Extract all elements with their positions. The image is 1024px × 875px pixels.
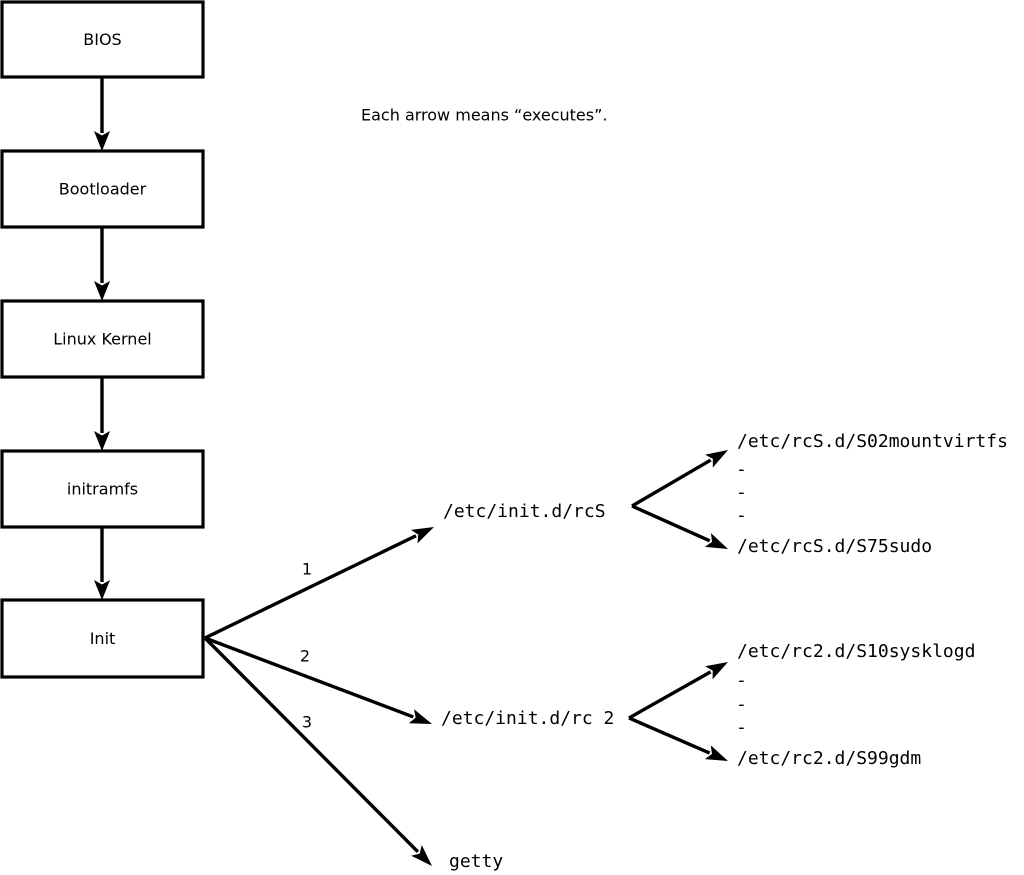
label-getty: getty bbox=[449, 851, 503, 872]
rcs-group-last-label: /etc/rcS.d/S75sudo bbox=[737, 536, 932, 557]
rc2-group-first-label: /etc/rc2.d/S10sysklogd bbox=[737, 641, 975, 662]
script-group-arrows: /etc/rcS.d/S02mountvirtfs/etc/rcS.d/S75s… bbox=[628, 431, 1008, 769]
init-rcs-arrowhead bbox=[410, 527, 434, 544]
branch-number-3: 3 bbox=[302, 713, 312, 732]
rc2-group-ellipsis-0: - bbox=[736, 670, 747, 691]
rc2-group-first-line bbox=[628, 670, 712, 720]
rc2-group-ellipsis-1: - bbox=[736, 694, 747, 715]
node-init[interactable]: Init bbox=[0, 598, 205, 679]
boot-chain-arrows bbox=[94, 77, 110, 600]
node-init-label: Init bbox=[90, 629, 116, 648]
label-rc2-script: /etc/init.d/rc 2 bbox=[441, 708, 614, 729]
label-rcs-script: /etc/init.d/rcS bbox=[443, 501, 606, 522]
rc2-group: /etc/rc2.d/S10sysklogd/etc/rc2.d/S99gdm -… bbox=[628, 641, 975, 769]
rc2-group-last-label: /etc/rc2.d/S99gdm bbox=[737, 748, 921, 769]
node-init-box bbox=[0, 598, 205, 679]
bios-to-bootloader-arrowhead bbox=[94, 131, 110, 151]
target-labels: /etc/init.d/rcS/etc/init.d/rc 2 getty bbox=[441, 501, 614, 872]
node-kernel-box bbox=[0, 299, 205, 379]
node-bios-label: BIOS bbox=[83, 30, 121, 49]
branch-number-2: 2 bbox=[300, 647, 310, 666]
initramfs-to-init-arrowhead bbox=[94, 580, 110, 600]
node-bootldr-label: Bootloader bbox=[59, 180, 147, 199]
init-getty-arrowhead bbox=[411, 845, 432, 866]
rcs-group-first-line bbox=[631, 458, 712, 508]
branch-number-1: 1 bbox=[302, 560, 312, 579]
node-bios[interactable]: BIOS bbox=[0, 0, 205, 79]
node-bios-box bbox=[0, 0, 205, 79]
node-initrd[interactable]: initramfs bbox=[0, 449, 205, 529]
rcs-group-ellipsis-0: - bbox=[736, 459, 747, 480]
rc2-group-last-line bbox=[628, 716, 711, 755]
rcs-group-first-label: /etc/rcS.d/S02mountvirtfs bbox=[737, 431, 1008, 452]
node-kernel[interactable]: Linux Kernel bbox=[0, 299, 205, 379]
rc2-group-last-arrowhead bbox=[704, 745, 728, 761]
rcs-group-first-arrowhead bbox=[705, 450, 728, 468]
node-initrd-box bbox=[0, 449, 205, 529]
init-rcs-line bbox=[204, 534, 417, 640]
rc2-group-ellipsis-2: - bbox=[736, 717, 747, 738]
init-rc2-line bbox=[204, 636, 414, 719]
init-getty-line bbox=[203, 636, 420, 854]
rcs-group-ellipsis-1: - bbox=[736, 482, 747, 503]
bootloader-to-kernel-arrowhead bbox=[94, 281, 110, 301]
init-rc2-arrowhead bbox=[408, 709, 432, 724]
rcs-group-ellipsis-2: - bbox=[736, 505, 747, 526]
node-kernel-label: Linux Kernel bbox=[53, 330, 151, 349]
rc2-group-first-arrowhead bbox=[705, 662, 728, 680]
kernel-to-initramfs-arrowhead bbox=[94, 431, 110, 451]
init-branch-numbers: 1 2 3 bbox=[300, 560, 312, 732]
rcs-group: /etc/rcS.d/S02mountvirtfs/etc/rcS.d/S75s… bbox=[631, 431, 1008, 557]
rcs-group-last-arrowhead bbox=[704, 533, 728, 549]
legend-note: Each arrow means “executes”. bbox=[361, 106, 607, 125]
init-branch-arrows bbox=[203, 527, 434, 866]
node-initrd-label: initramfs bbox=[67, 480, 138, 499]
rcs-group-last-line bbox=[631, 504, 711, 543]
node-bootldr[interactable]: Bootloader bbox=[0, 149, 205, 229]
